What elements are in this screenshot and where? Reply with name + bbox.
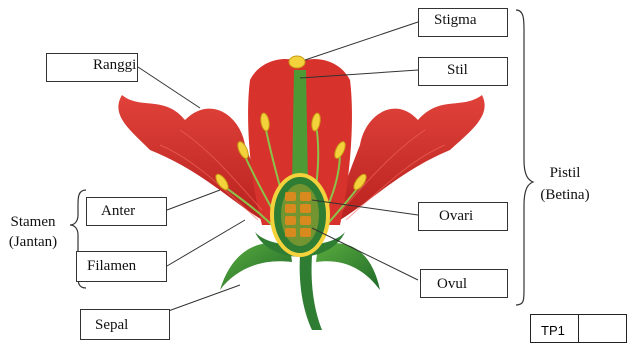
pistil-group-label: Pistil (Betina) [534, 162, 596, 206]
stil-text: Stil [447, 63, 468, 78]
stigma-text: Stigma [434, 13, 477, 28]
pistil-line1: Pistil [534, 162, 596, 184]
ranggi-text: Ranggi [93, 58, 136, 73]
tp-code-text: TP1 [541, 323, 565, 338]
label-stigma: Stigma [418, 8, 508, 37]
sepal-text: Sepal [95, 318, 128, 333]
label-ovul: Ovul [420, 269, 508, 298]
pistil-bracket [516, 10, 533, 305]
pistil-line2: (Betina) [534, 184, 596, 206]
label-filamen: Filamen [76, 251, 167, 282]
stamen-line1: Stamen [2, 212, 64, 232]
label-anter: Anter [86, 197, 167, 226]
ovari-text: Ovari [439, 209, 473, 224]
stem [300, 255, 322, 330]
anter-text: Anter [101, 204, 135, 219]
stamen-group-label: Stamen (Jantan) [2, 212, 64, 252]
label-sepal: Sepal [80, 309, 170, 340]
style [292, 70, 308, 185]
label-stil: Stil [418, 57, 508, 86]
stigma [289, 56, 305, 68]
tp-value-cell [578, 314, 627, 343]
label-ovari: Ovari [418, 202, 508, 231]
ovul-text: Ovul [437, 277, 467, 292]
tp-code-cell: TP1 [530, 314, 579, 343]
stamen-line2: (Jantan) [2, 232, 64, 252]
label-ranggi: Ranggi [46, 53, 138, 82]
filamen-text: Filamen [87, 259, 136, 274]
